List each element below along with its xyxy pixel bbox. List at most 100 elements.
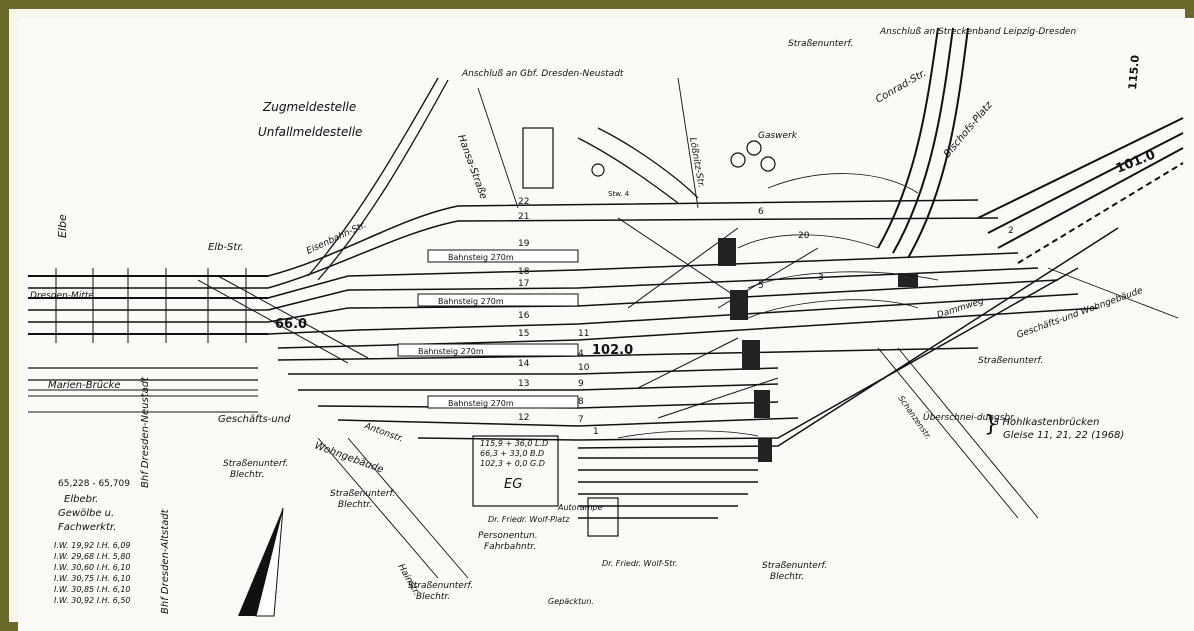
street-wolf-str: Dr. Friedr. Wolf-Str. [602, 559, 677, 568]
track-number: 19 [518, 239, 530, 249]
note-blechtr-2: Blechtr. [338, 500, 372, 510]
note-blechtr-4: Blechtr. [770, 572, 804, 582]
track-number: 22 [518, 197, 529, 207]
track-number: 11 [578, 329, 589, 339]
note-blechtr-1: Blechtr. [230, 470, 264, 480]
eg-row: 115,9 + 36,0 L.D [480, 439, 548, 448]
km-102: 102.0 [592, 343, 633, 358]
track-number: 7 [578, 415, 584, 425]
note-elbebr: Elbebr. [64, 494, 98, 505]
track-number: 9 [578, 379, 584, 389]
eg-row: 102,3 + 0,0 G.D [480, 459, 545, 468]
label-dresden-mitte: Dresden-Mitte [30, 291, 94, 301]
note-strassenunterf-6: Straßenunterf. [788, 39, 853, 49]
km-101: 101.0 [1114, 147, 1158, 176]
eg-building [472, 435, 559, 507]
note-gewoelbe: Gewölbe u. [58, 508, 114, 519]
note-km-range: 65,228 - 65,709 [58, 479, 130, 489]
track-plan-map: 66.0 102.0 101.0 115.0 Anschluß an Gbf. … [28, 27, 1184, 617]
km-66: 66.0 [275, 317, 307, 332]
note-strassenunterf-2: Straßenunterf. [330, 489, 395, 499]
street-hansa: Hansa-Straße [455, 133, 489, 201]
street-conrad-str: Conrad-Str. [874, 68, 928, 106]
track-number: 12 [518, 413, 529, 423]
platform-2 [417, 293, 579, 307]
track-number: 18 [518, 267, 530, 277]
platforms [397, 249, 579, 409]
note-hohlkasten: 3 Hohlkastenbrücken [993, 417, 1099, 428]
span-row: I.W. 30,75 I.H. 6,10 [54, 574, 131, 583]
track-number: 21 [518, 212, 529, 222]
platform-label-2: Bahnsteig 270m [438, 297, 504, 306]
track-number: 16 [518, 311, 530, 321]
north-branch [307, 77, 699, 281]
street-wohngebaeude: Wohngebäude [313, 440, 385, 475]
brace-icon: } [984, 412, 998, 437]
label-unfallmeldestelle: Unfallmeldestelle [258, 125, 362, 139]
platform-4 [427, 395, 579, 409]
label-bhf-neustadt: Bhf Dresden-Neustadt [140, 376, 151, 488]
street-geschaefts: Geschäfts-und [218, 414, 291, 425]
elbe-span-list: I.W. 19,92 I.H. 6,09 I.W. 29,68 I.H. 5,8… [54, 541, 131, 605]
label-stw: Stw. 4 [608, 190, 630, 198]
track-plan-paper: 66.0 102.0 101.0 115.0 Anschluß an Gbf. … [18, 18, 1194, 631]
platform-1 [427, 249, 579, 263]
note-autorampe: Autorampe [557, 503, 603, 512]
street-wolf-platz: Dr. Friedr. Wolf-Platz [488, 515, 570, 524]
label-gaswerk: Gaswerk [758, 131, 798, 141]
eg-row: 66,3 + 33,0 B.D [480, 449, 544, 458]
platform-label-1: Bahnsteig 270m [448, 253, 514, 262]
note-strassenunterf-3: Straßenunterf. [408, 581, 473, 591]
span-row: I.W. 30,85 I.H. 6,10 [54, 585, 131, 594]
note-ueberschneid: Überschnei-dungsbr. [923, 412, 1016, 423]
track-number: 10 [578, 363, 590, 373]
track-number: 20 [798, 231, 810, 241]
label-zugmeldestelle: Zugmeldestelle [262, 100, 356, 114]
label-anschluss-leipzig: Anschluß an Streckenband Leipzig-Dresden [879, 27, 1076, 37]
note-fachwerk: Fachwerktr. [58, 522, 116, 533]
track-number: 8 [578, 397, 584, 407]
track-number: 3 [818, 273, 824, 283]
span-row: I.W. 30,92 I.H. 6,50 [54, 596, 131, 605]
track-number: 13 [518, 379, 529, 389]
track-number: 4 [578, 349, 584, 359]
note-personentun: Personentun. [478, 531, 538, 541]
label-eg: EG [504, 477, 522, 492]
platform-label-3: Bahnsteig 270m [418, 347, 484, 356]
north-arrow-icon [238, 507, 284, 617]
street-loessnitz: Lößnitz-Str. [687, 137, 706, 189]
span-row: I.W. 19,92 I.H. 6,09 [54, 541, 131, 550]
track-number: 15 [518, 329, 529, 339]
eg-values: 115,9 + 36,0 L.D 66,3 + 33,0 B.D 102,3 +… [480, 439, 548, 468]
label-elbe: Elbe [56, 214, 69, 238]
track-numbers: 22 21 20 19 18 17 16 15 14 13 12 11 10 9… [518, 197, 1014, 437]
note-fahrbahntr: Fahrbahntr. [484, 542, 536, 552]
track-number: 14 [518, 359, 530, 369]
platform-3 [397, 343, 579, 357]
note-strassenunterf-5: Straßenunterf. [978, 356, 1043, 366]
span-row: I.W. 29,68 I.H. 5,80 [54, 552, 131, 561]
streets [28, 77, 1179, 579]
track-number: 17 [518, 279, 529, 289]
track-number: 2 [1008, 226, 1014, 236]
label-bhf-altstadt: Bhf Dresden-Altstadt [160, 508, 171, 614]
embankments [617, 173, 939, 439]
street-antonstr: Antonstr. [362, 421, 404, 445]
note-gleise: Gleise 11, 21, 22 (1968) [1003, 430, 1124, 441]
track-number: 5 [758, 281, 764, 291]
street-elb-str: Elb-Str. [208, 242, 244, 253]
bridges [718, 238, 918, 462]
track-number: 1 [593, 427, 599, 437]
street-bischofs-platz: Bischofs-Platz [942, 99, 995, 160]
note-strassenunterf-1: Straßenunterf. [223, 459, 288, 469]
street-geschaefts-wohn: Geschäfts-und Wohngebäude [1016, 286, 1145, 341]
buildings [472, 127, 776, 537]
station-tracks [267, 199, 1119, 519]
elbe-bridge-tracks [28, 268, 268, 391]
street-marien-bruecke: Marien-Brücke [48, 380, 121, 391]
platform-label-4: Bahnsteig 270m [448, 399, 514, 408]
km-115: 115.0 [1126, 54, 1142, 90]
span-row: I.W. 30,60 I.H. 6,10 [54, 563, 131, 572]
track-number: 6 [758, 207, 764, 217]
